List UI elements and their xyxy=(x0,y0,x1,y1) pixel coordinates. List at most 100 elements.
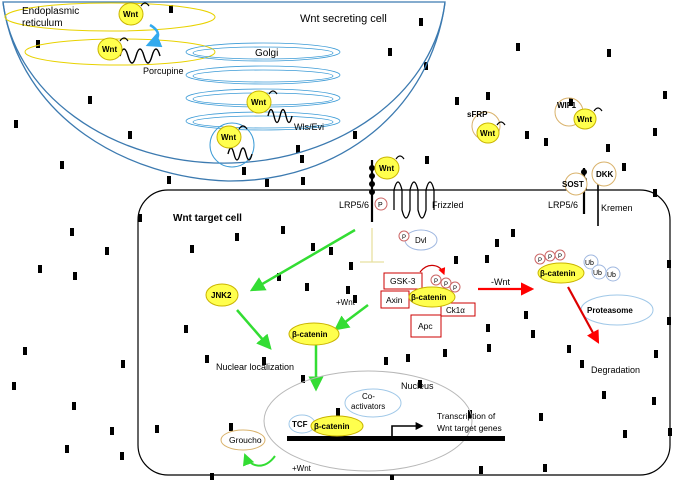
sost: SOST xyxy=(562,172,588,196)
background-speck xyxy=(73,272,77,280)
ub-label: Ub xyxy=(607,272,616,279)
background-speck xyxy=(495,239,499,247)
background-speck xyxy=(110,427,114,435)
background-speck xyxy=(301,375,305,383)
background-speck xyxy=(88,96,92,104)
er-label-2: reticulum xyxy=(22,18,63,29)
background-speck xyxy=(105,247,109,255)
tcf-label: TCF xyxy=(292,420,308,429)
wnt-er-1: Wnt xyxy=(118,2,150,26)
coactivators xyxy=(344,388,402,418)
wnt-er-2: Wnt xyxy=(97,37,129,61)
wnt-label: Wnt xyxy=(221,133,236,142)
background-speck xyxy=(229,423,233,431)
background-speck xyxy=(300,155,304,163)
coactivators-label-1: Co- xyxy=(362,392,375,401)
p-label: P xyxy=(444,282,448,288)
p-label: P xyxy=(434,279,438,285)
target-cell-label: Wnt target cell xyxy=(173,213,242,224)
wnt-label: Wnt xyxy=(251,98,266,107)
background-speck xyxy=(353,295,357,303)
background-speck xyxy=(36,40,40,48)
arrow-jnk2-nuclear xyxy=(236,309,272,350)
wif1-label: WIF1 xyxy=(557,101,577,110)
background-speck xyxy=(486,324,490,332)
background-speck xyxy=(65,445,69,453)
p-label: P xyxy=(378,202,383,209)
groucho-displacement-arrow xyxy=(243,453,276,467)
background-speck xyxy=(531,330,535,338)
dvl: P Dvl xyxy=(398,229,438,251)
nucleus xyxy=(263,370,473,472)
dvl-label: Dvl xyxy=(415,236,427,245)
background-speck xyxy=(418,380,422,388)
background-speck xyxy=(23,347,27,355)
frizzled-coil xyxy=(393,181,435,219)
p-label: P xyxy=(558,254,562,260)
background-speck xyxy=(235,233,239,241)
background-speck xyxy=(72,402,76,410)
beta-catenin-label: β-catenin xyxy=(411,293,447,302)
wnt-golgi: Wnt xyxy=(246,90,278,114)
background-specks xyxy=(12,5,672,480)
axin-label: Axin xyxy=(386,295,403,305)
background-speck xyxy=(443,349,447,357)
background-speck xyxy=(653,128,657,136)
porcupine-coil xyxy=(119,48,161,64)
er-transport-arrow xyxy=(145,23,163,48)
wls-label: Wls/Evi xyxy=(294,122,324,132)
plus-wnt-label-nucleus: +Wnt xyxy=(292,464,312,473)
background-speck xyxy=(623,430,627,438)
background-speck xyxy=(524,311,528,319)
background-speck xyxy=(468,410,472,418)
degradation-arrow xyxy=(567,286,600,344)
background-speck xyxy=(120,452,124,460)
jnk2: JNK2 xyxy=(205,283,239,307)
nuclear-localization-label: Nuclear localization xyxy=(216,362,294,372)
background-speck xyxy=(184,325,188,333)
background-speck xyxy=(622,163,626,171)
background-speck xyxy=(454,256,458,264)
beta-catenin-label: β-catenin xyxy=(540,269,576,278)
background-speck xyxy=(606,144,610,152)
wnt-target-cell: Wnt target cell LRP5/6 Wnt P Frizzled LR… xyxy=(137,155,671,476)
background-speck xyxy=(60,161,64,169)
dkk: DKK xyxy=(591,161,617,187)
background-speck xyxy=(311,243,315,251)
jnk2-label: JNK2 xyxy=(211,291,232,300)
background-speck xyxy=(607,49,611,57)
background-speck xyxy=(419,18,423,26)
background-speck xyxy=(301,177,305,185)
background-speck xyxy=(38,265,42,273)
sfrp-label: sFRP xyxy=(467,110,488,119)
er-outer xyxy=(4,2,216,32)
wnt-wif1: Wnt WIF1 xyxy=(554,97,603,130)
tcf-complex: TCF β-catenin xyxy=(288,414,364,437)
background-speck xyxy=(138,214,142,222)
proteasome-label: Proteasome xyxy=(587,306,633,315)
kremen-label: Kremen xyxy=(601,203,633,213)
wls-coil xyxy=(267,108,293,124)
wnt-label: Wnt xyxy=(379,164,394,173)
dna xyxy=(287,436,505,441)
wnt-label: Wnt xyxy=(102,45,117,54)
wnt-label: Wnt xyxy=(123,10,138,19)
groucho xyxy=(220,429,266,451)
lrp56-label-right: LRP5/6 xyxy=(548,200,578,210)
beta-catenin-label: β-catenin xyxy=(292,330,328,339)
secreting-cell-membrane xyxy=(2,1,446,164)
transcription-label-2: Wnt target genes xyxy=(437,423,502,433)
vesicle-wls-coil xyxy=(227,147,253,161)
transcription-label-1: Transcription of xyxy=(437,411,496,421)
background-speck xyxy=(486,92,490,100)
apc-label: Apc xyxy=(418,321,433,331)
background-speck xyxy=(406,354,410,362)
destruction-complex: GSK-3 Axin Apc Ck1α β-catenin P P P xyxy=(380,264,476,338)
background-speck xyxy=(265,179,269,187)
minus-wnt-label: -Wnt xyxy=(491,277,510,287)
coactivators-label-2: activators xyxy=(351,402,385,411)
p-label: P xyxy=(548,255,552,261)
background-speck xyxy=(121,360,125,368)
p-label: P xyxy=(538,258,542,264)
background-speck xyxy=(281,226,285,234)
